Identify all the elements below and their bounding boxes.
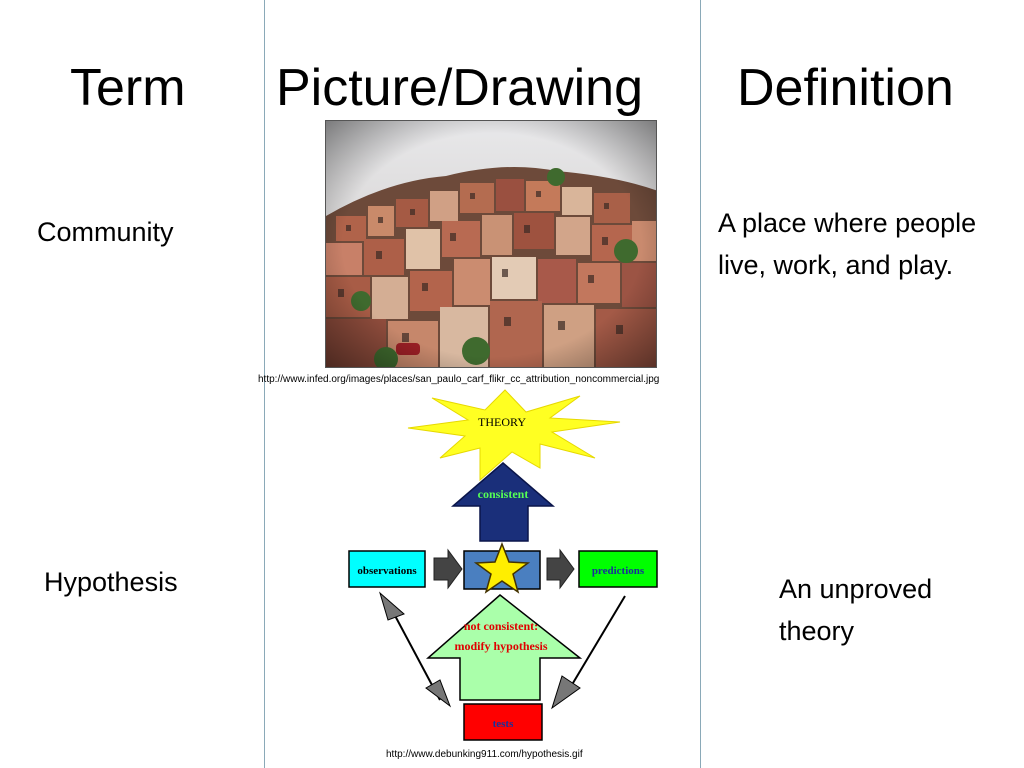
- divider-right: [700, 0, 701, 768]
- arrow-obs-tests-head-bottom: [425, 679, 452, 708]
- observations-label: observations: [357, 565, 417, 577]
- arrow-obs-center: [433, 548, 463, 590]
- header-definition: Definition: [737, 59, 954, 117]
- hypothesis-diagram: THEORY consistent observations predictio…: [340, 388, 670, 748]
- predictions-label: predictions: [592, 565, 645, 577]
- diagram-credit[interactable]: http://www.debunking911.com/hypothesis.g…: [386, 749, 583, 760]
- arrow-obs-tests-head-top: [379, 591, 405, 621]
- theory-burst: [407, 389, 621, 482]
- theory-label: THEORY: [478, 415, 526, 429]
- consistent-arrow: [450, 462, 556, 542]
- tests-label: tests: [493, 718, 514, 730]
- photo-credit[interactable]: http://www.infed.org/images/places/san_p…: [258, 374, 660, 385]
- header-term: Term: [70, 59, 186, 117]
- tests-box: [463, 703, 543, 741]
- arrow-tests-pred-head: [551, 675, 581, 710]
- modify-label-2: modify hypothesis: [454, 639, 547, 653]
- term-hypothesis: Hypothesis: [44, 567, 178, 597]
- observations-box: [348, 550, 426, 588]
- predictions-box: [578, 550, 658, 588]
- star-icon: [473, 541, 531, 594]
- modify-arrow: [426, 594, 583, 701]
- arrow-tests-pred-shaft: [569, 595, 626, 689]
- arrow-center-pred: [546, 548, 575, 590]
- divider-left: [264, 0, 265, 768]
- modify-label-1: not consistent:: [464, 619, 538, 633]
- header-picture: Picture/Drawing: [276, 59, 644, 117]
- definition-community: A place where people live, work, and pla…: [718, 208, 977, 280]
- consistent-label: consistent: [478, 487, 529, 501]
- definition-hypothesis: An unproved theory: [779, 574, 933, 646]
- community-photo: [325, 120, 657, 368]
- term-community: Community: [37, 217, 174, 247]
